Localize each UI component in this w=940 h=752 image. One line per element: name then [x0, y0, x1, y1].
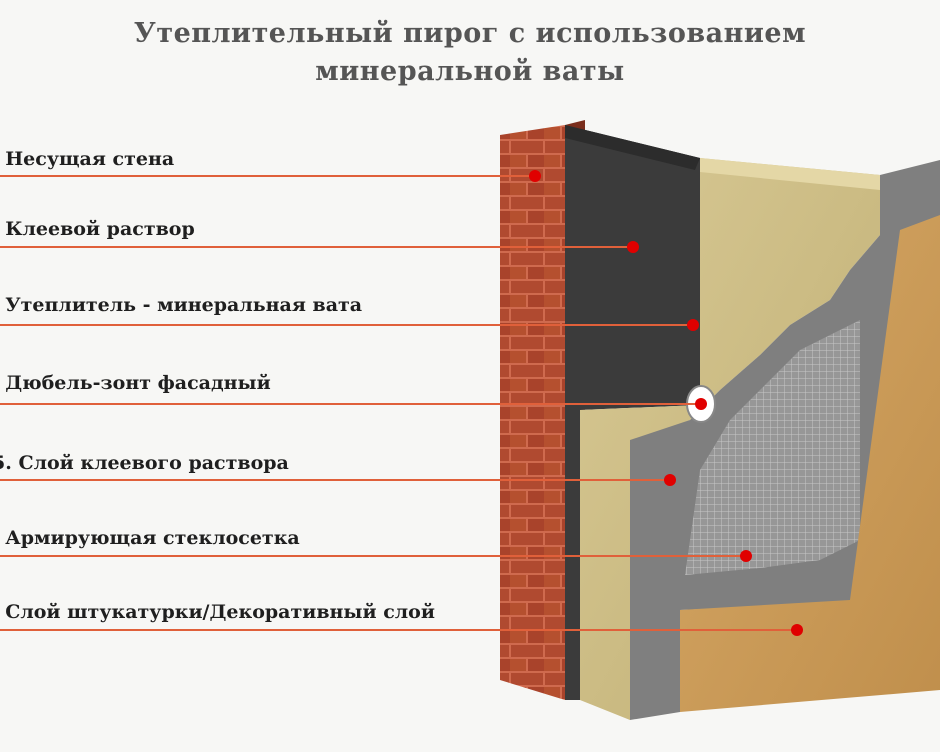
- layer-label: . Утеплитель - минеральная вата: [0, 294, 363, 316]
- marker-dot: [791, 624, 803, 636]
- reinforcing-mesh: [685, 320, 860, 575]
- marker-dot: [627, 241, 639, 253]
- marker-dot: [529, 170, 541, 182]
- marker-dot: [740, 550, 752, 562]
- marker-dot: [664, 474, 676, 486]
- decorative-plaster-layer: [680, 215, 940, 712]
- mineral-wool-layer: [580, 158, 880, 720]
- layer-label: . Слой штукатурки/Декоративный слой: [0, 601, 435, 623]
- adhesive-layer: [565, 125, 700, 700]
- marker-dot: [687, 319, 699, 331]
- marker-dot: [695, 398, 707, 410]
- layer-label: . Дюбель-зонт фасадный: [0, 372, 271, 394]
- diagram-subtitle: минеральной ваты: [315, 56, 625, 87]
- layer-label: 5. Слой клеевого раствора: [0, 452, 289, 474]
- layer-label: . Армирующая стеклосетка: [0, 527, 300, 549]
- leader-lines: [0, 170, 803, 636]
- diagram-title: Утеплительный пирог с использованием: [133, 18, 807, 49]
- layer-label: . Клеевой раствор: [0, 218, 195, 240]
- layer-label: . Несущая стена: [0, 148, 175, 170]
